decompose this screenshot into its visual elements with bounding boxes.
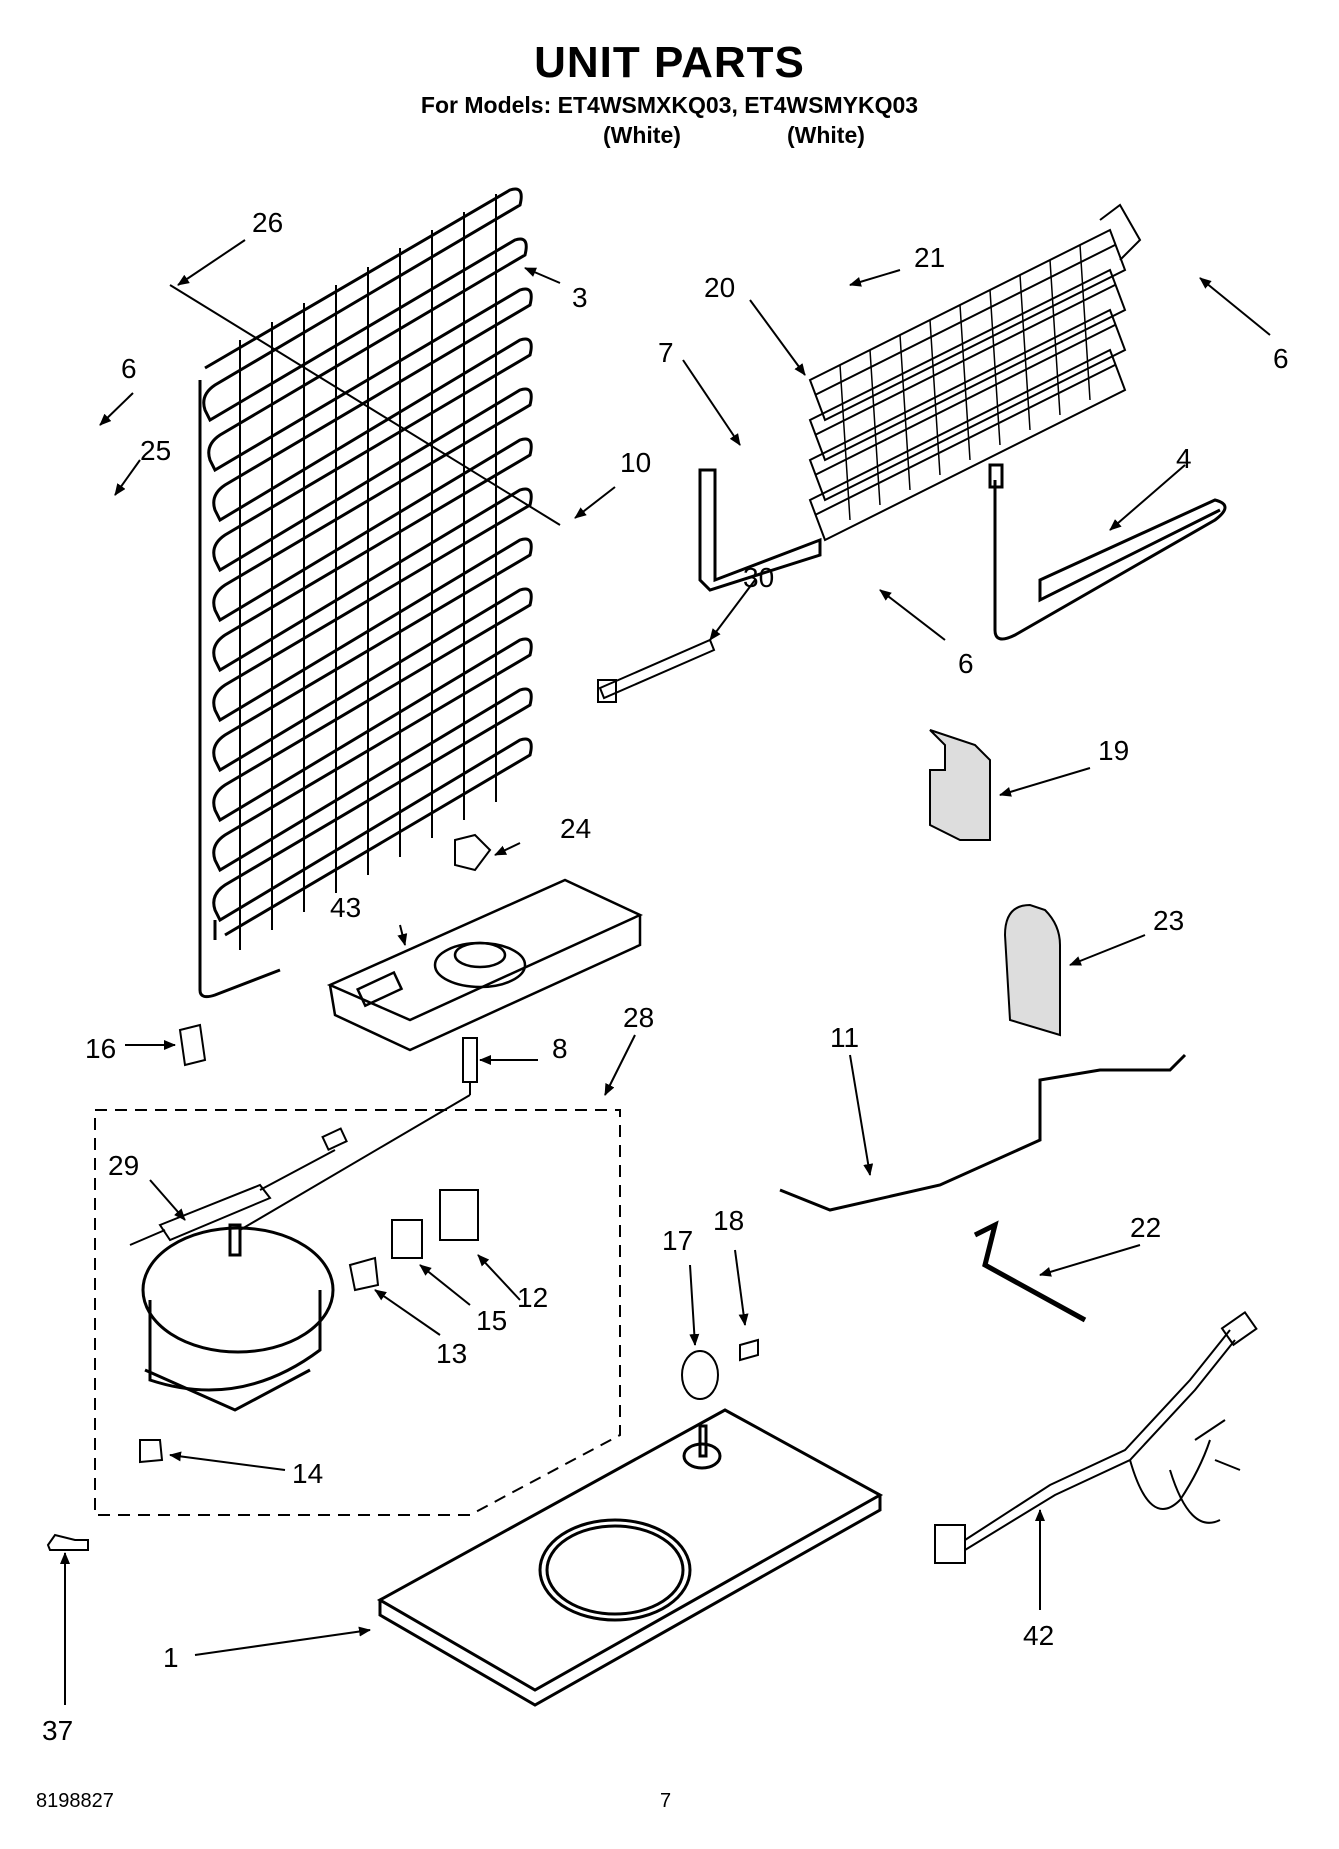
- callout-22: 22: [1130, 1212, 1161, 1243]
- callout-28: 28: [623, 1002, 654, 1033]
- callout-37: 37: [42, 1715, 73, 1746]
- overload-15: [391, 1219, 423, 1259]
- insulation-19: [929, 729, 991, 841]
- callout-19: 19: [1098, 735, 1129, 766]
- callout-29: 29: [108, 1150, 139, 1181]
- callout-8: 8: [552, 1033, 568, 1064]
- condenser-coil: [198, 187, 533, 999]
- callout-30: 30: [743, 562, 774, 593]
- clip-16: [178, 1023, 207, 1067]
- callout-16: 16: [85, 1033, 116, 1064]
- callout-42: 42: [1023, 1620, 1054, 1651]
- callout-7: 7: [658, 337, 674, 368]
- callout-13: 13: [436, 1338, 467, 1369]
- tube-8: [462, 1037, 478, 1095]
- tube-11: [779, 1053, 1187, 1212]
- callout-12: 12: [517, 1282, 548, 1313]
- callout-numbers: 26 3 6 25 10 21 20 7 6 4 30 6 19 24 43 2…: [42, 207, 1289, 1746]
- callout-23: 23: [1153, 905, 1184, 936]
- callout-21: 21: [914, 242, 945, 273]
- compressor: [141, 1223, 335, 1412]
- callout-14: 14: [292, 1458, 323, 1489]
- bracket-7: [698, 468, 822, 592]
- label-37: [46, 1533, 89, 1551]
- callout-10: 10: [620, 447, 651, 478]
- callout-25: 25: [140, 435, 171, 466]
- model-color-2: (White): [787, 122, 865, 148]
- callout-17: 17: [662, 1225, 693, 1256]
- base-pan: [376, 1408, 884, 1707]
- callout-26: 26: [252, 207, 283, 238]
- callout-15: 15: [476, 1305, 507, 1336]
- callout-43: 43: [330, 892, 361, 923]
- grommet-24: [454, 833, 492, 872]
- callout-6b: 6: [1273, 343, 1289, 374]
- condenser-wires: [239, 194, 497, 950]
- grommet-14: [139, 1439, 164, 1464]
- callout-24: 24: [560, 813, 591, 844]
- page-number: 7: [660, 1790, 672, 1812]
- callout-11: 11: [830, 1022, 859, 1053]
- callout-1: 1: [163, 1642, 179, 1673]
- relay-12: [439, 1189, 479, 1241]
- defrost-heater: [988, 463, 1227, 641]
- insulation-23: [1003, 903, 1061, 1037]
- drain-pan: [326, 878, 643, 1052]
- evaporator-fins: [839, 244, 1091, 521]
- callout-3: 3: [572, 282, 588, 313]
- callout-6c: 6: [958, 648, 974, 679]
- drier-29: [129, 1127, 348, 1246]
- callout-18: 18: [713, 1205, 744, 1236]
- compressor-kit-outline: [94, 1109, 621, 1516]
- callout-4: 4: [1176, 443, 1192, 474]
- callout-6a: 6: [121, 353, 137, 384]
- models-line: For Models: ET4WSMXKQ03, ET4WSMYKQ03: [420, 92, 919, 118]
- page-title: UNIT PARTS: [534, 38, 805, 87]
- wiring-harness: [934, 1310, 1258, 1564]
- bracket-13: [348, 1256, 380, 1292]
- tube-22: [973, 1220, 1087, 1323]
- leveling-leg: [681, 1338, 759, 1400]
- wire-tie: [597, 638, 716, 703]
- model-color-1: (White): [603, 122, 681, 148]
- part-number: 8198827: [36, 1790, 114, 1812]
- evaporator-coil: [808, 203, 1142, 542]
- callout-leaders: [60, 239, 1271, 1705]
- callout-20: 20: [704, 272, 735, 303]
